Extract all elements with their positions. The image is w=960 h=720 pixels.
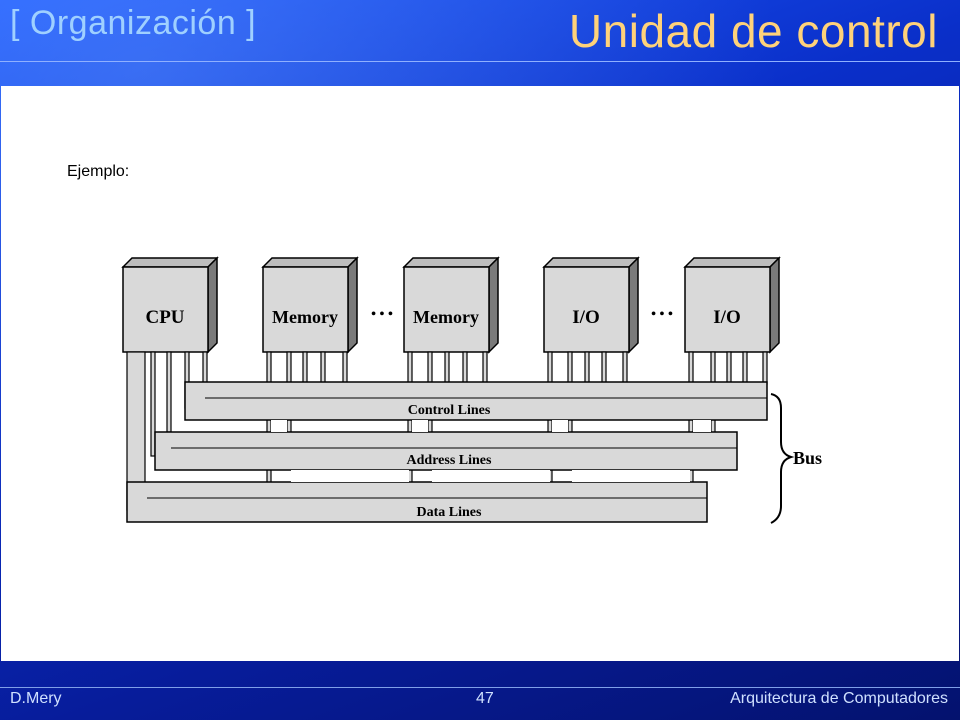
control-lines-band xyxy=(184,381,768,421)
module-memory-2: Memory xyxy=(402,256,500,354)
bus-brace xyxy=(770,393,795,524)
ellipsis-memory: • • • xyxy=(371,307,393,322)
footer-divider xyxy=(0,687,960,688)
module-memory-1: Memory xyxy=(261,256,359,354)
module-label-memory-1: Memory xyxy=(272,307,338,327)
module-cpu: CPU xyxy=(121,256,219,354)
module-io-1: I/O xyxy=(542,256,640,354)
address-lines-label: Address Lines xyxy=(407,453,492,468)
section-tag: [ Organización ] xyxy=(10,4,257,42)
header-divider xyxy=(0,61,960,62)
slide-title: Unidad de control xyxy=(568,5,938,57)
footer-author: D.Mery xyxy=(10,690,62,707)
module-io-2: I/O xyxy=(683,256,781,354)
example-label: Ejemplo: xyxy=(67,163,130,180)
module-label-memory-2: Memory xyxy=(413,307,479,327)
address-lines-band xyxy=(154,431,738,471)
bus-label: Bus xyxy=(793,448,822,468)
control-lines-label: Control Lines xyxy=(408,403,491,418)
data-lines-label: Data Lines xyxy=(417,505,483,520)
bus-bands xyxy=(126,381,768,523)
module-label-io-1: I/O xyxy=(572,307,599,328)
footer-course: Arquitectura de Computadores xyxy=(730,690,948,707)
bus-diagram: CPU Memory Memory I/O I/O • • • • xyxy=(121,256,822,524)
slide-content-area: Ejemplo: CPU Memory Memory I/O xyxy=(1,86,959,661)
module-label-cpu: CPU xyxy=(145,307,184,328)
footer-page-number: 47 xyxy=(476,690,494,707)
ellipsis-io: • • • xyxy=(651,307,673,322)
module-label-io-2: I/O xyxy=(713,307,740,328)
